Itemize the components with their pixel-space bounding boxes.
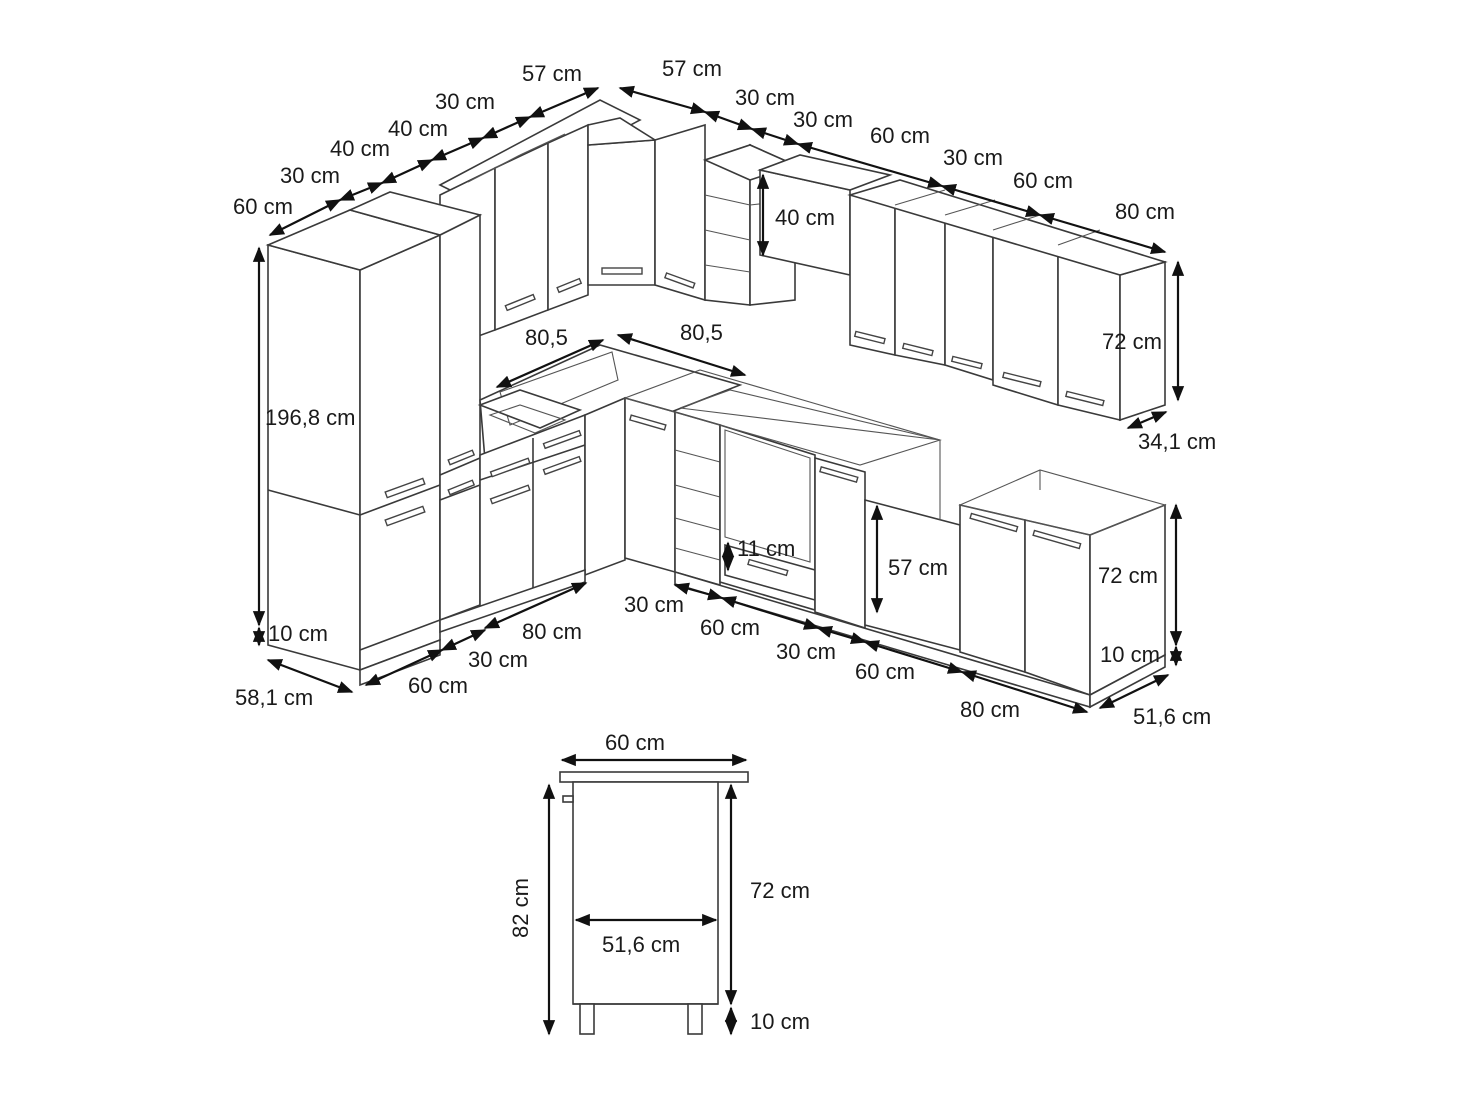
label-top-57b: 57 cm <box>662 56 722 81</box>
label-corner-b: 80,5 <box>680 320 723 345</box>
label-top-60b: 60 cm <box>870 123 930 148</box>
label-bot-60c: 60 cm <box>855 659 915 684</box>
label-bot-80b: 80 cm <box>960 697 1020 722</box>
label-top-80: 80 cm <box>1115 199 1175 224</box>
label-tall-height: 196,8 cm <box>265 405 356 430</box>
label-base-10: 10 cm <box>1100 642 1160 667</box>
label-top-60: 60 cm <box>233 194 293 219</box>
dimension-lines <box>252 85 1185 1036</box>
label-top-30b: 30 cm <box>435 89 495 114</box>
label-top-30e: 30 cm <box>943 145 1003 170</box>
base-right-run <box>623 369 1167 709</box>
label-bot-30b: 30 cm <box>624 592 684 617</box>
label-wall-72: 72 cm <box>1102 329 1162 354</box>
side-section-view <box>559 771 749 1035</box>
label-corner-a: 80,5 <box>525 325 568 350</box>
label-base-72: 72 cm <box>1098 563 1158 588</box>
label-tall-depth: 58,1 cm <box>235 685 313 710</box>
label-top-30d: 30 cm <box>793 107 853 132</box>
label-bot-30c: 30 cm <box>776 639 836 664</box>
label-top-40b: 40 cm <box>388 116 448 141</box>
label-side-60: 60 cm <box>605 730 665 755</box>
label-top-40a: 40 cm <box>330 136 390 161</box>
label-bot-30a: 30 cm <box>468 647 528 672</box>
label-drawer-11: 11 cm <box>737 536 795 561</box>
label-wall-depth: 34,1 cm <box>1138 429 1216 454</box>
label-side-10: 10 cm <box>750 1009 810 1034</box>
label-bot-80a: 80 cm <box>522 619 582 644</box>
label-tall-plinth: 10 cm <box>268 621 328 646</box>
label-oven-57: 57 cm <box>888 555 948 580</box>
label-side-72: 72 cm <box>750 878 810 903</box>
label-side-516: 51,6 cm <box>602 932 680 957</box>
label-top-60c: 60 cm <box>1013 168 1073 193</box>
label-base-depth: 51,6 cm <box>1133 704 1211 729</box>
label-wall-40: 40 cm <box>775 205 835 230</box>
tall-cabinets <box>265 191 483 672</box>
label-top-30c: 30 cm <box>735 85 795 110</box>
label-bot-60a: 60 cm <box>408 673 468 698</box>
label-top-57a: 57 cm <box>522 61 582 86</box>
dimension-labels: 60 cm 30 cm 40 cm 40 cm 30 cm 57 cm 57 c… <box>233 56 1216 1034</box>
label-side-82: 82 cm <box>508 878 533 938</box>
label-top-30a: 30 cm <box>280 163 340 188</box>
corner-wall-cabinet <box>587 117 706 302</box>
label-bot-60b: 60 cm <box>700 615 760 640</box>
